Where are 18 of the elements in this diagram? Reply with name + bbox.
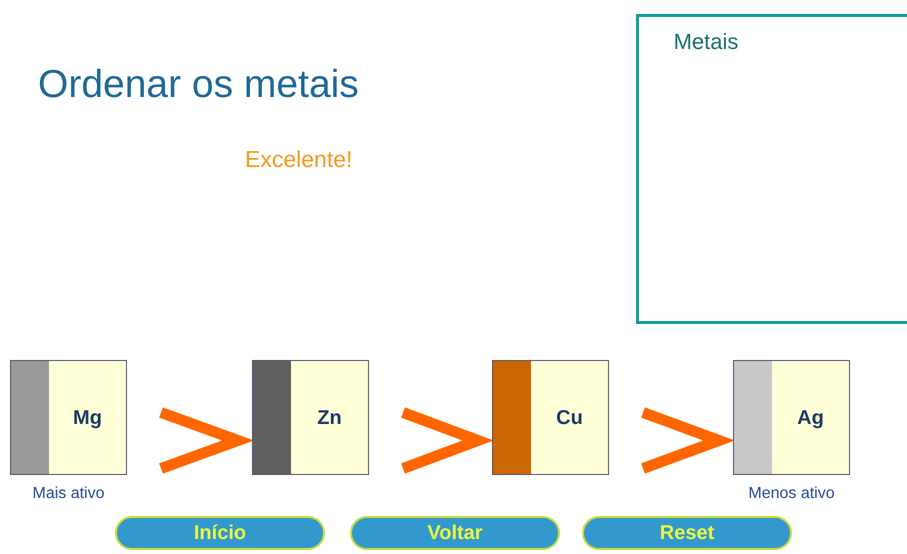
greater-than-chevron (401, 407, 494, 474)
caption-text: Mais ativo (32, 484, 105, 504)
feedback-text: Excelente! (245, 145, 352, 174)
metal-card (492, 360, 609, 475)
nav-button: Voltar (350, 516, 560, 550)
title: Ordenar os metais (38, 62, 359, 108)
metal-symbol: Zn (317, 406, 342, 430)
metal-card (252, 360, 369, 475)
panel-box (636, 14, 907, 324)
metal-symbol: Mg (73, 406, 102, 430)
metal-symbol: Ag (797, 406, 824, 430)
caption-text: Menos ativo (748, 484, 835, 504)
metal-symbol: Cu (556, 406, 583, 430)
panel-heading: Metais (674, 28, 738, 56)
nav-button: Reset (582, 516, 792, 550)
nav-button: Início (115, 516, 325, 550)
greater-than-chevron (641, 407, 735, 474)
greater-than-chevron (159, 407, 254, 474)
